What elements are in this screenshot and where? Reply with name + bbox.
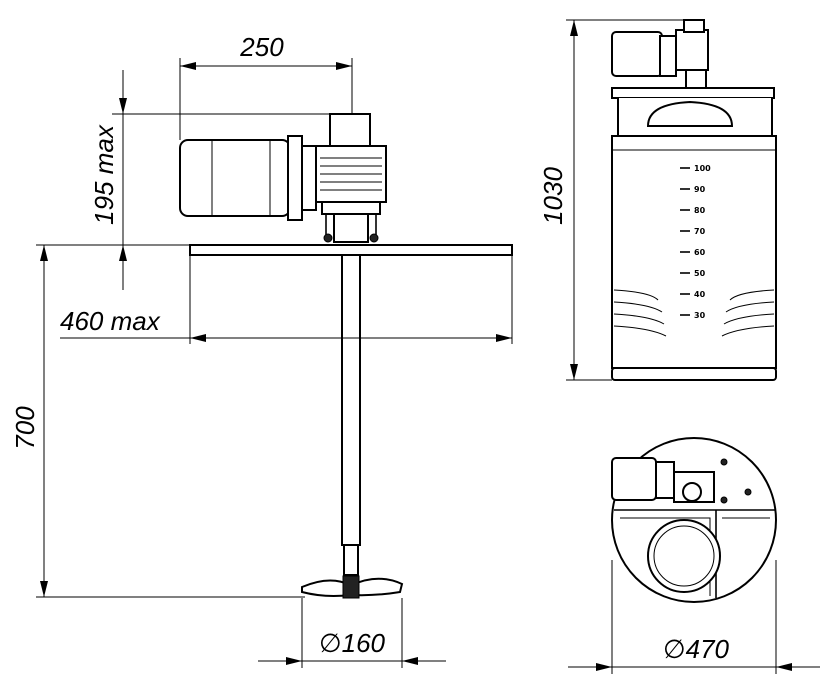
dim-250: 250 xyxy=(179,32,353,140)
motor-flange xyxy=(287,135,303,221)
mixer-shaft xyxy=(341,254,361,546)
scale-label: 60 xyxy=(694,248,706,257)
dim-1030-label: 1030 xyxy=(538,167,568,225)
tank-side-view: 100 90 80 70 60 50 40 30 xyxy=(611,19,777,381)
dim-250-label: 250 xyxy=(239,32,284,62)
tank-ribs xyxy=(613,289,775,337)
tank-motor xyxy=(611,31,663,77)
tank-top-view xyxy=(611,437,777,603)
scale-label: 80 xyxy=(694,206,706,215)
scale-label: 40 xyxy=(694,290,706,299)
dim-700: 700 xyxy=(10,244,305,598)
gearbox-fins xyxy=(320,157,382,191)
tank-scale-ticks xyxy=(680,167,690,316)
dim-160: ∅160 xyxy=(258,598,446,668)
mounting-plate xyxy=(189,244,513,256)
scale-label: 50 xyxy=(694,269,706,278)
dim-470: ∅470 xyxy=(568,560,820,674)
dim-470-label: ∅470 xyxy=(663,634,730,664)
dim-1030: 1030 xyxy=(538,19,684,381)
dim-460-label: 460 max xyxy=(60,306,161,336)
dim-195-label: 195 max xyxy=(89,124,119,225)
dim-460: 460 max xyxy=(60,255,513,344)
scale-label: 30 xyxy=(694,311,706,320)
dim-700-label: 700 xyxy=(10,406,40,450)
scale-label: 90 xyxy=(694,185,706,194)
mixer-assembly xyxy=(179,113,513,599)
tank-opening xyxy=(647,519,721,593)
scale-label: 70 xyxy=(694,227,706,236)
impeller xyxy=(301,575,404,599)
mixer-motor xyxy=(179,139,291,217)
dim-160-label: ∅160 xyxy=(319,628,386,658)
scale-label: 100 xyxy=(694,164,711,173)
top-view-motor xyxy=(611,457,657,501)
gearbox-cap xyxy=(329,113,371,149)
tank-lid xyxy=(611,87,775,99)
